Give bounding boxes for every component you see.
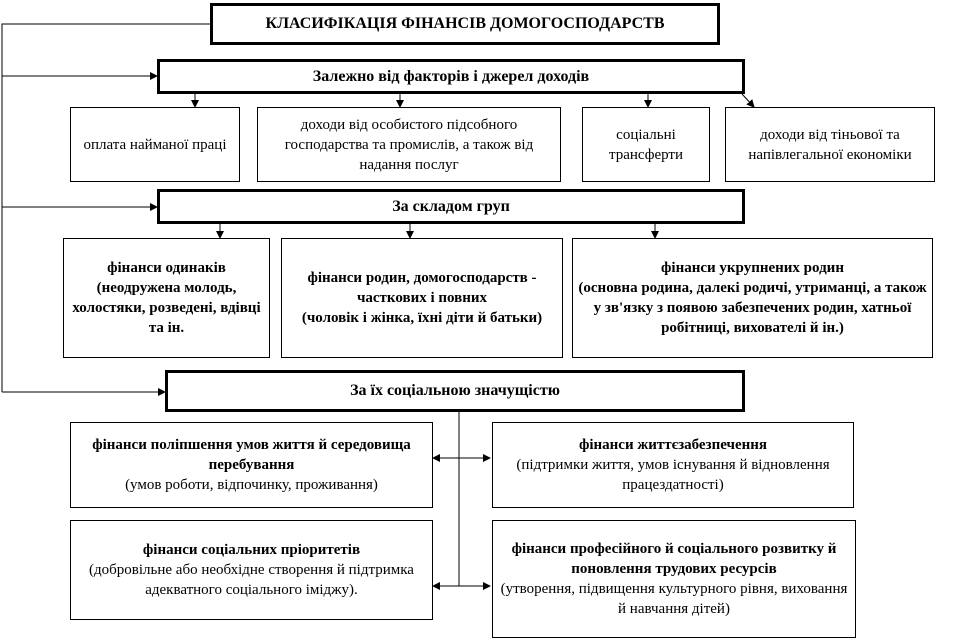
- title-box: КЛАСИФІКАЦІЯ ФІНАНСІВ ДОМОГОСПОДАРСТВ: [210, 3, 720, 45]
- g2-item2-title: фінанси родин, домогосподарств - частков…: [307, 270, 537, 306]
- g2-item1-title: фінанси одинаків: [107, 260, 226, 276]
- g1-item1-text: оплата найманої праці: [83, 136, 227, 153]
- g3-item2-title: фінанси життєзабезпечення: [578, 437, 768, 453]
- group3-heading-box: За їх соціальною значущістю: [165, 370, 745, 412]
- g1-item4-text: доходи від тіньової та напівлегальної ек…: [748, 126, 912, 163]
- g1-item2-box: доходи від особистого підсобного господа…: [257, 107, 561, 182]
- g1-item3-box: соціальні трансферти: [582, 107, 710, 182]
- group2-heading-box: За складом груп: [157, 189, 745, 224]
- g1-item4-box: доходи від тіньової та напівлегальної ек…: [725, 107, 935, 182]
- title-text: КЛАСИФІКАЦІЯ ФІНАНСІВ ДОМОГОСПОДАРСТВ: [265, 15, 665, 32]
- g1-item1-box: оплата найманої праці: [70, 107, 240, 182]
- g3-item1-text: (умов роботи, відпочинку, проживання): [125, 477, 378, 493]
- g2-item1-box: фінанси одинаків (неодружена молодь, хол…: [63, 238, 270, 358]
- g3-item4-box: фінанси професійного й соціального розви…: [492, 520, 856, 638]
- g3-item4-title: фінанси професійного й соціального розви…: [511, 541, 837, 577]
- g2-item2-text: (чоловік і жінка, їхні діти й батьки): [301, 310, 543, 326]
- g1-item2-text: доходи від особистого підсобного господа…: [284, 116, 534, 173]
- g3-item4-text: (утворення, підвищення культурного рівня…: [500, 581, 848, 617]
- group1-heading: Залежно від факторів і джерел доходів: [312, 67, 590, 85]
- g3-item3-text: (добровільне або необхідне створення й п…: [89, 562, 414, 598]
- g3-item1-box: фінанси поліпшення умов життя й середови…: [70, 422, 433, 508]
- g2-item2-box: фінанси родин, домогосподарств - частков…: [281, 238, 563, 358]
- group1-heading-box: Залежно від факторів і джерел доходів: [157, 59, 745, 94]
- g3-item2-text: (підтримки життя, умов існування й відно…: [516, 457, 830, 493]
- group3-heading: За їх соціальною значущістю: [350, 382, 560, 399]
- group2-heading: За складом груп: [392, 197, 510, 215]
- spine-line: [1, 23, 210, 392]
- g3-item3-box: фінанси соціальних пріоритетів (добровіл…: [70, 520, 433, 620]
- g2-item3-title: фінанси укрупнених родин: [661, 260, 844, 276]
- g2-item3-box: фінанси укрупнених родин (основна родина…: [572, 238, 933, 358]
- g2-item1-text: (неодружена молодь, холостяки, розведені…: [72, 280, 261, 336]
- g1-item3-text: соціальні трансферти: [608, 126, 684, 163]
- g3-item3-title: фінанси соціальних пріоритетів: [142, 542, 361, 558]
- g3-item1-title: фінанси поліпшення умов життя й середови…: [92, 437, 411, 473]
- arrow-g1-item4: [741, 93, 755, 108]
- g3-item2-box: фінанси життєзабезпечення (підтримки жит…: [492, 422, 854, 508]
- g2-item3-text: (основна родина, далекі родичі, утриманц…: [578, 280, 927, 336]
